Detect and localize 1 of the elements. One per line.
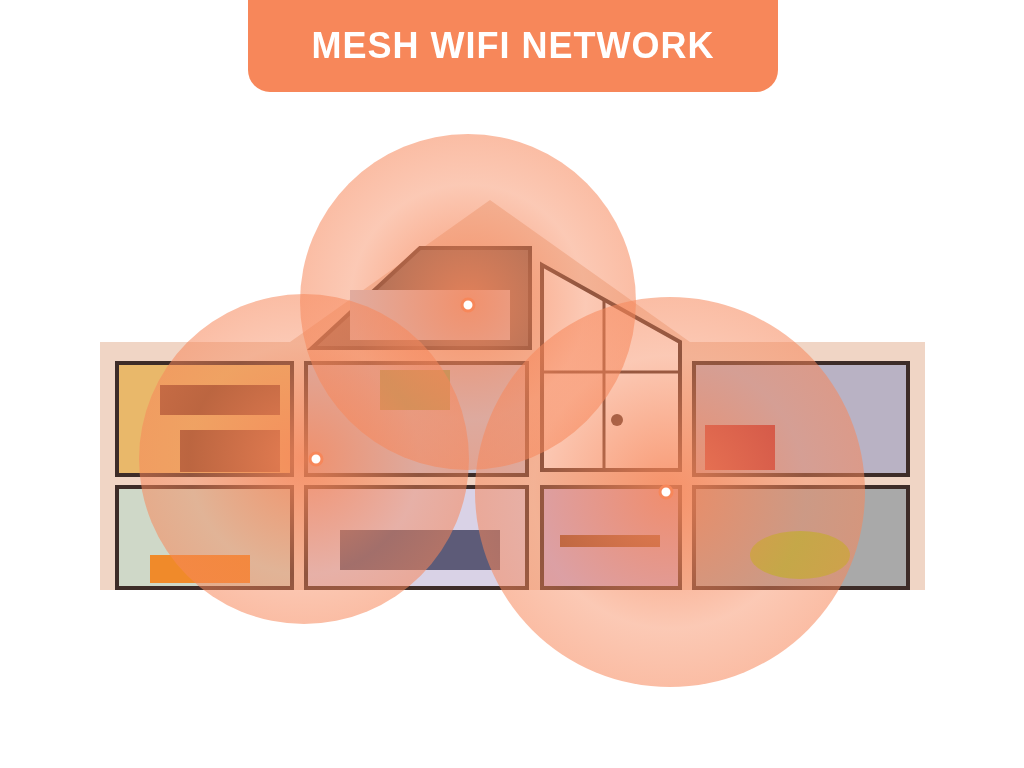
- title-banner: MESH WIFI NETWORK: [248, 0, 778, 92]
